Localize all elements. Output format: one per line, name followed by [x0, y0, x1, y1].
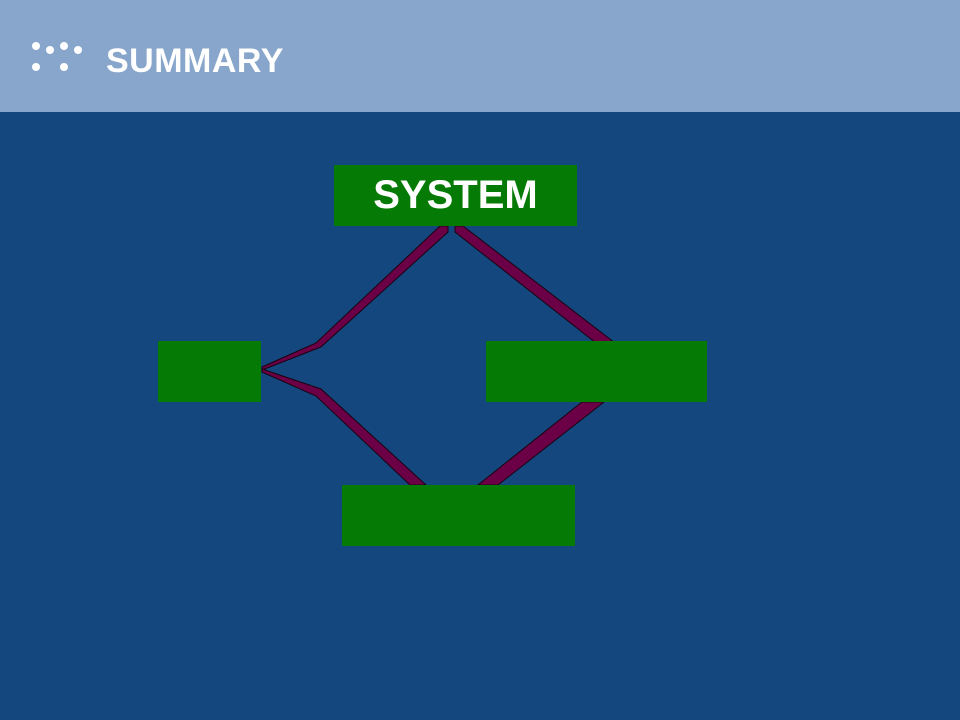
left-box — [158, 341, 261, 402]
bottom-box — [342, 485, 575, 546]
system-box: SYSTEM — [334, 165, 577, 226]
title-bar: SUMMARY — [0, 0, 960, 112]
connector-bottom-left — [261, 368, 428, 486]
slide-title: SUMMARY — [106, 42, 284, 80]
connector-bottom-right — [476, 401, 606, 486]
connector-top-right — [454, 225, 617, 344]
connector-top-left — [261, 225, 449, 371]
right-box — [486, 341, 707, 402]
dots-icon — [32, 42, 82, 71]
